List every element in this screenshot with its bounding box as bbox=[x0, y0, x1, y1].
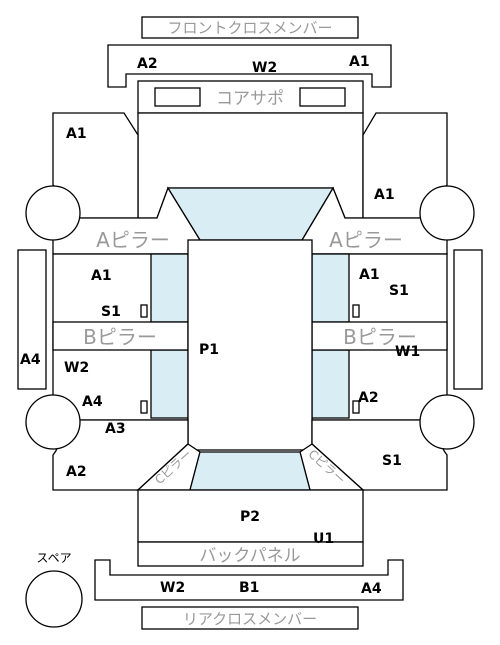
rear-cross-member-label: リアクロスメンバー bbox=[183, 610, 317, 628]
left-side-glass-rear bbox=[150, 349, 189, 419]
front-cross-member: フロントクロスメンバー bbox=[141, 16, 359, 39]
core-support: コアサポ bbox=[137, 80, 364, 114]
spare-tire bbox=[25, 570, 83, 628]
back-panel bbox=[137, 541, 364, 567]
b-pillar-left bbox=[52, 321, 189, 351]
code-rear-u1: U1 bbox=[313, 531, 334, 547]
front-right-wheel bbox=[419, 185, 475, 241]
code-left-s1: S1 bbox=[101, 304, 121, 320]
code-rear-a4: A4 bbox=[361, 581, 382, 597]
left-side-glass-front bbox=[150, 253, 189, 323]
code-front-w2: W2 bbox=[252, 60, 277, 76]
code-left-w2: W2 bbox=[64, 360, 89, 376]
rear-window-glass bbox=[189, 451, 311, 491]
front-left-wheel bbox=[25, 185, 81, 241]
b-pillar-left-label: Bピラー bbox=[83, 325, 157, 349]
rear-right-wheel bbox=[419, 394, 475, 450]
code-center-p1: P1 bbox=[199, 342, 219, 358]
code-rear-p2: P2 bbox=[240, 509, 260, 525]
roof-panel bbox=[187, 239, 313, 451]
left-rear-door-marker bbox=[140, 400, 148, 414]
code-rear-right-s1: S1 bbox=[382, 453, 402, 469]
right-side-glass-rear bbox=[311, 349, 350, 419]
front-bracket bbox=[107, 44, 392, 88]
right-side-sill bbox=[453, 249, 483, 390]
code-right-a1: A1 bbox=[359, 267, 380, 283]
rear-body-panel bbox=[137, 489, 364, 543]
code-right-s1: S1 bbox=[389, 283, 409, 299]
right-front-door-marker bbox=[352, 304, 360, 318]
code-rear-b1: B1 bbox=[239, 580, 259, 596]
code-left-a1: A1 bbox=[91, 268, 112, 284]
code-rear-left-a2: A2 bbox=[66, 464, 87, 480]
code-rear-w2: W2 bbox=[160, 580, 185, 596]
rear-cross-member: リアクロスメンバー bbox=[141, 606, 359, 630]
back-panel-label: バックパネル bbox=[199, 546, 300, 566]
left-front-door-marker bbox=[140, 304, 148, 318]
rear-left-wheel bbox=[25, 394, 81, 450]
core-support-label: コアサポ bbox=[216, 89, 284, 109]
b-pillar-right-label: Bピラー bbox=[343, 325, 417, 349]
code-left-a4: A4 bbox=[82, 394, 103, 410]
code-front-a1: A1 bbox=[349, 54, 370, 70]
left-side-sill bbox=[17, 249, 47, 390]
code-front-left-a1: A1 bbox=[66, 126, 87, 142]
right-rear-door-marker bbox=[352, 400, 360, 414]
a-pillar-left-label: Aピラー bbox=[96, 228, 170, 252]
code-right-w1: W1 bbox=[395, 344, 420, 360]
a-pillar-right-label: Aピラー bbox=[329, 228, 403, 252]
code-left-a3: A3 bbox=[105, 421, 126, 437]
code-right-a2: A2 bbox=[358, 390, 379, 406]
spare-label: スペア bbox=[36, 551, 71, 565]
code-left-sill-a4: A4 bbox=[20, 352, 41, 368]
code-front-a2: A2 bbox=[137, 56, 158, 72]
code-front-right-a1: A1 bbox=[374, 187, 395, 203]
front-cross-member-label: フロントクロスメンバー bbox=[167, 19, 332, 37]
right-side-glass-front bbox=[311, 253, 350, 323]
rear-bracket bbox=[94, 559, 404, 601]
b-pillar-right bbox=[311, 321, 448, 351]
